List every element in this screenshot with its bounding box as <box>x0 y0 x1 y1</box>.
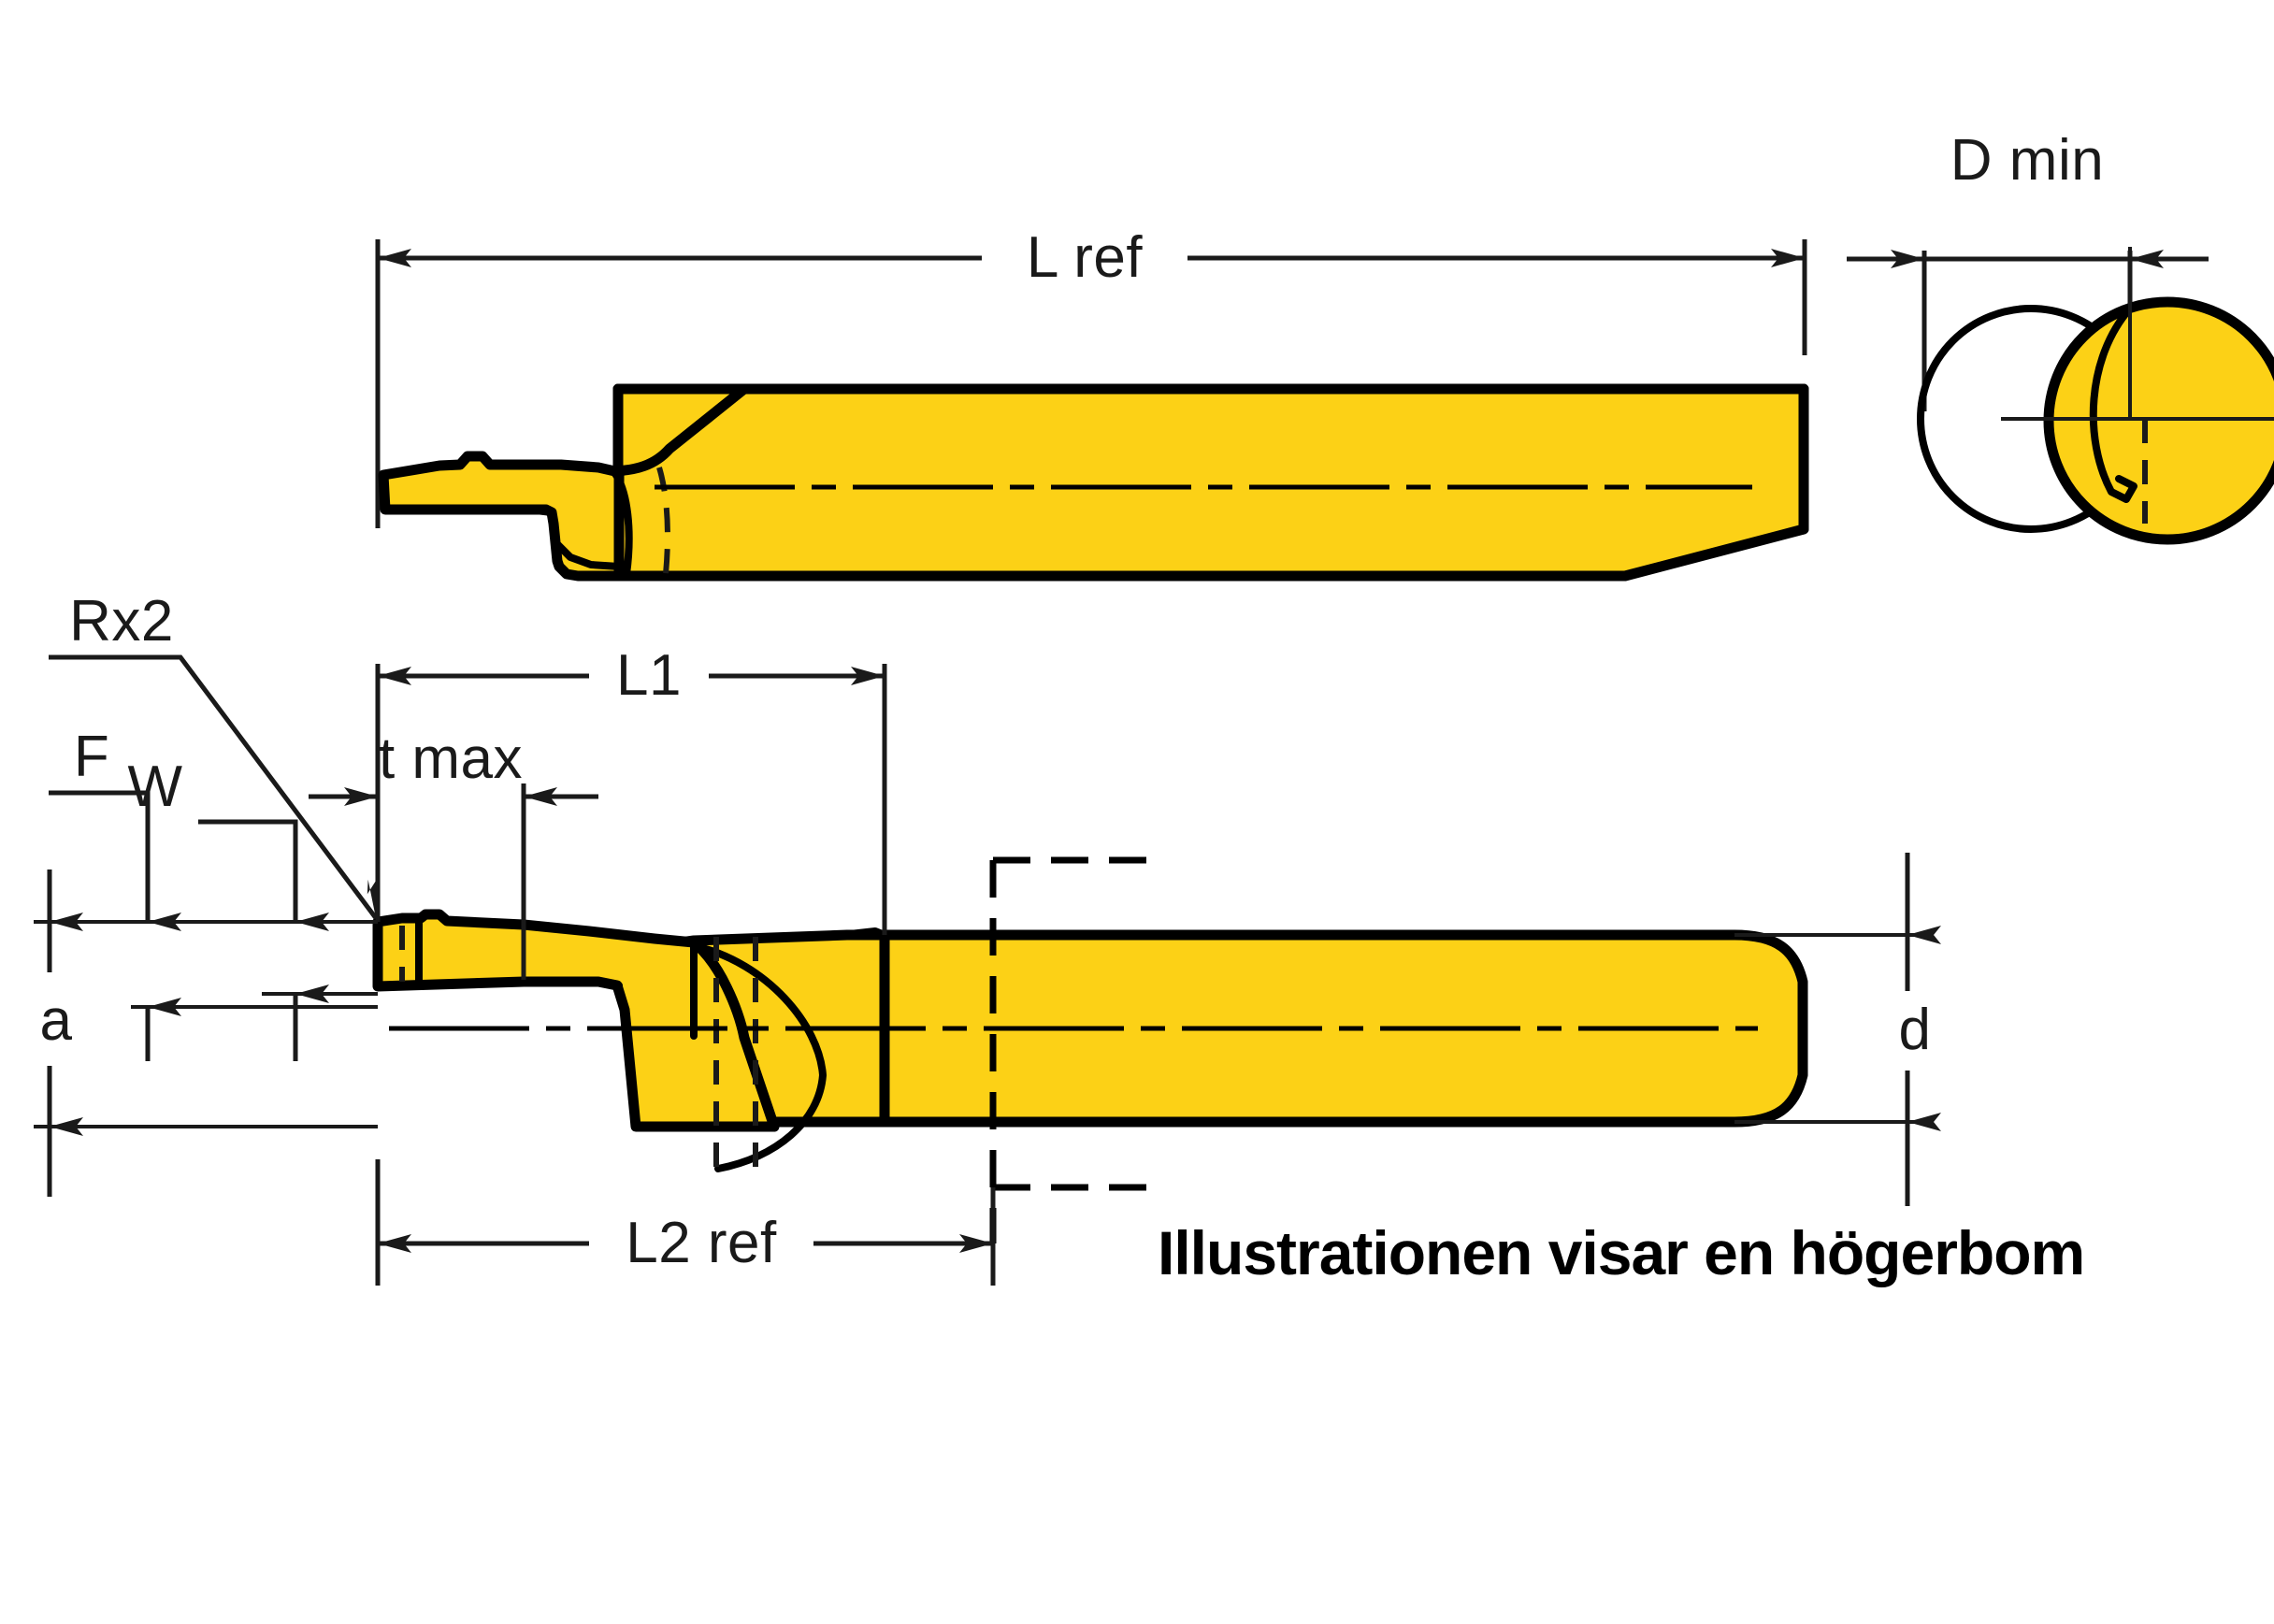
top-view-head-endcap-curve <box>610 467 633 578</box>
w-leader-line <box>198 819 298 869</box>
f-label: F <box>74 725 109 789</box>
top-view: L ref <box>375 225 1809 582</box>
bottom-view-clearance-arc <box>692 942 827 1172</box>
l2-ref-label: L2 ref <box>626 1211 777 1275</box>
end-view: D min <box>1847 128 2274 545</box>
rx2-leader-line <box>49 654 379 920</box>
rx2-label: Rx2 <box>69 589 174 654</box>
l1-label: L1 <box>616 643 682 708</box>
top-view-insert-clearance-line <box>552 539 623 570</box>
illustration-note-text: Illustrationen visar en högerbom <box>1158 1218 2084 1287</box>
bottom-view: a F W Rx2 t max L1 L2 ref <box>34 589 1941 1286</box>
top-view-hidden-bore-line <box>656 467 670 575</box>
bottom-view-relief-step <box>838 927 888 939</box>
t-max-label: t max <box>379 726 523 791</box>
top-view-cutting-head <box>378 451 625 582</box>
d-min-label: D min <box>1950 128 2104 193</box>
bottom-view-cutting-head <box>372 909 780 1132</box>
f-leader-line <box>49 790 151 869</box>
w-label: W <box>127 755 182 819</box>
a-label: a <box>40 988 73 1053</box>
bottom-view-insert-seat-line <box>374 978 623 989</box>
d-label: d <box>1899 998 1932 1062</box>
top-view-bar-profile <box>608 383 1809 582</box>
bottom-view-phantom-outline <box>989 856 1150 1243</box>
top-view-insert-seat-line <box>381 505 555 516</box>
l-ref-label: L ref <box>1027 225 1144 290</box>
